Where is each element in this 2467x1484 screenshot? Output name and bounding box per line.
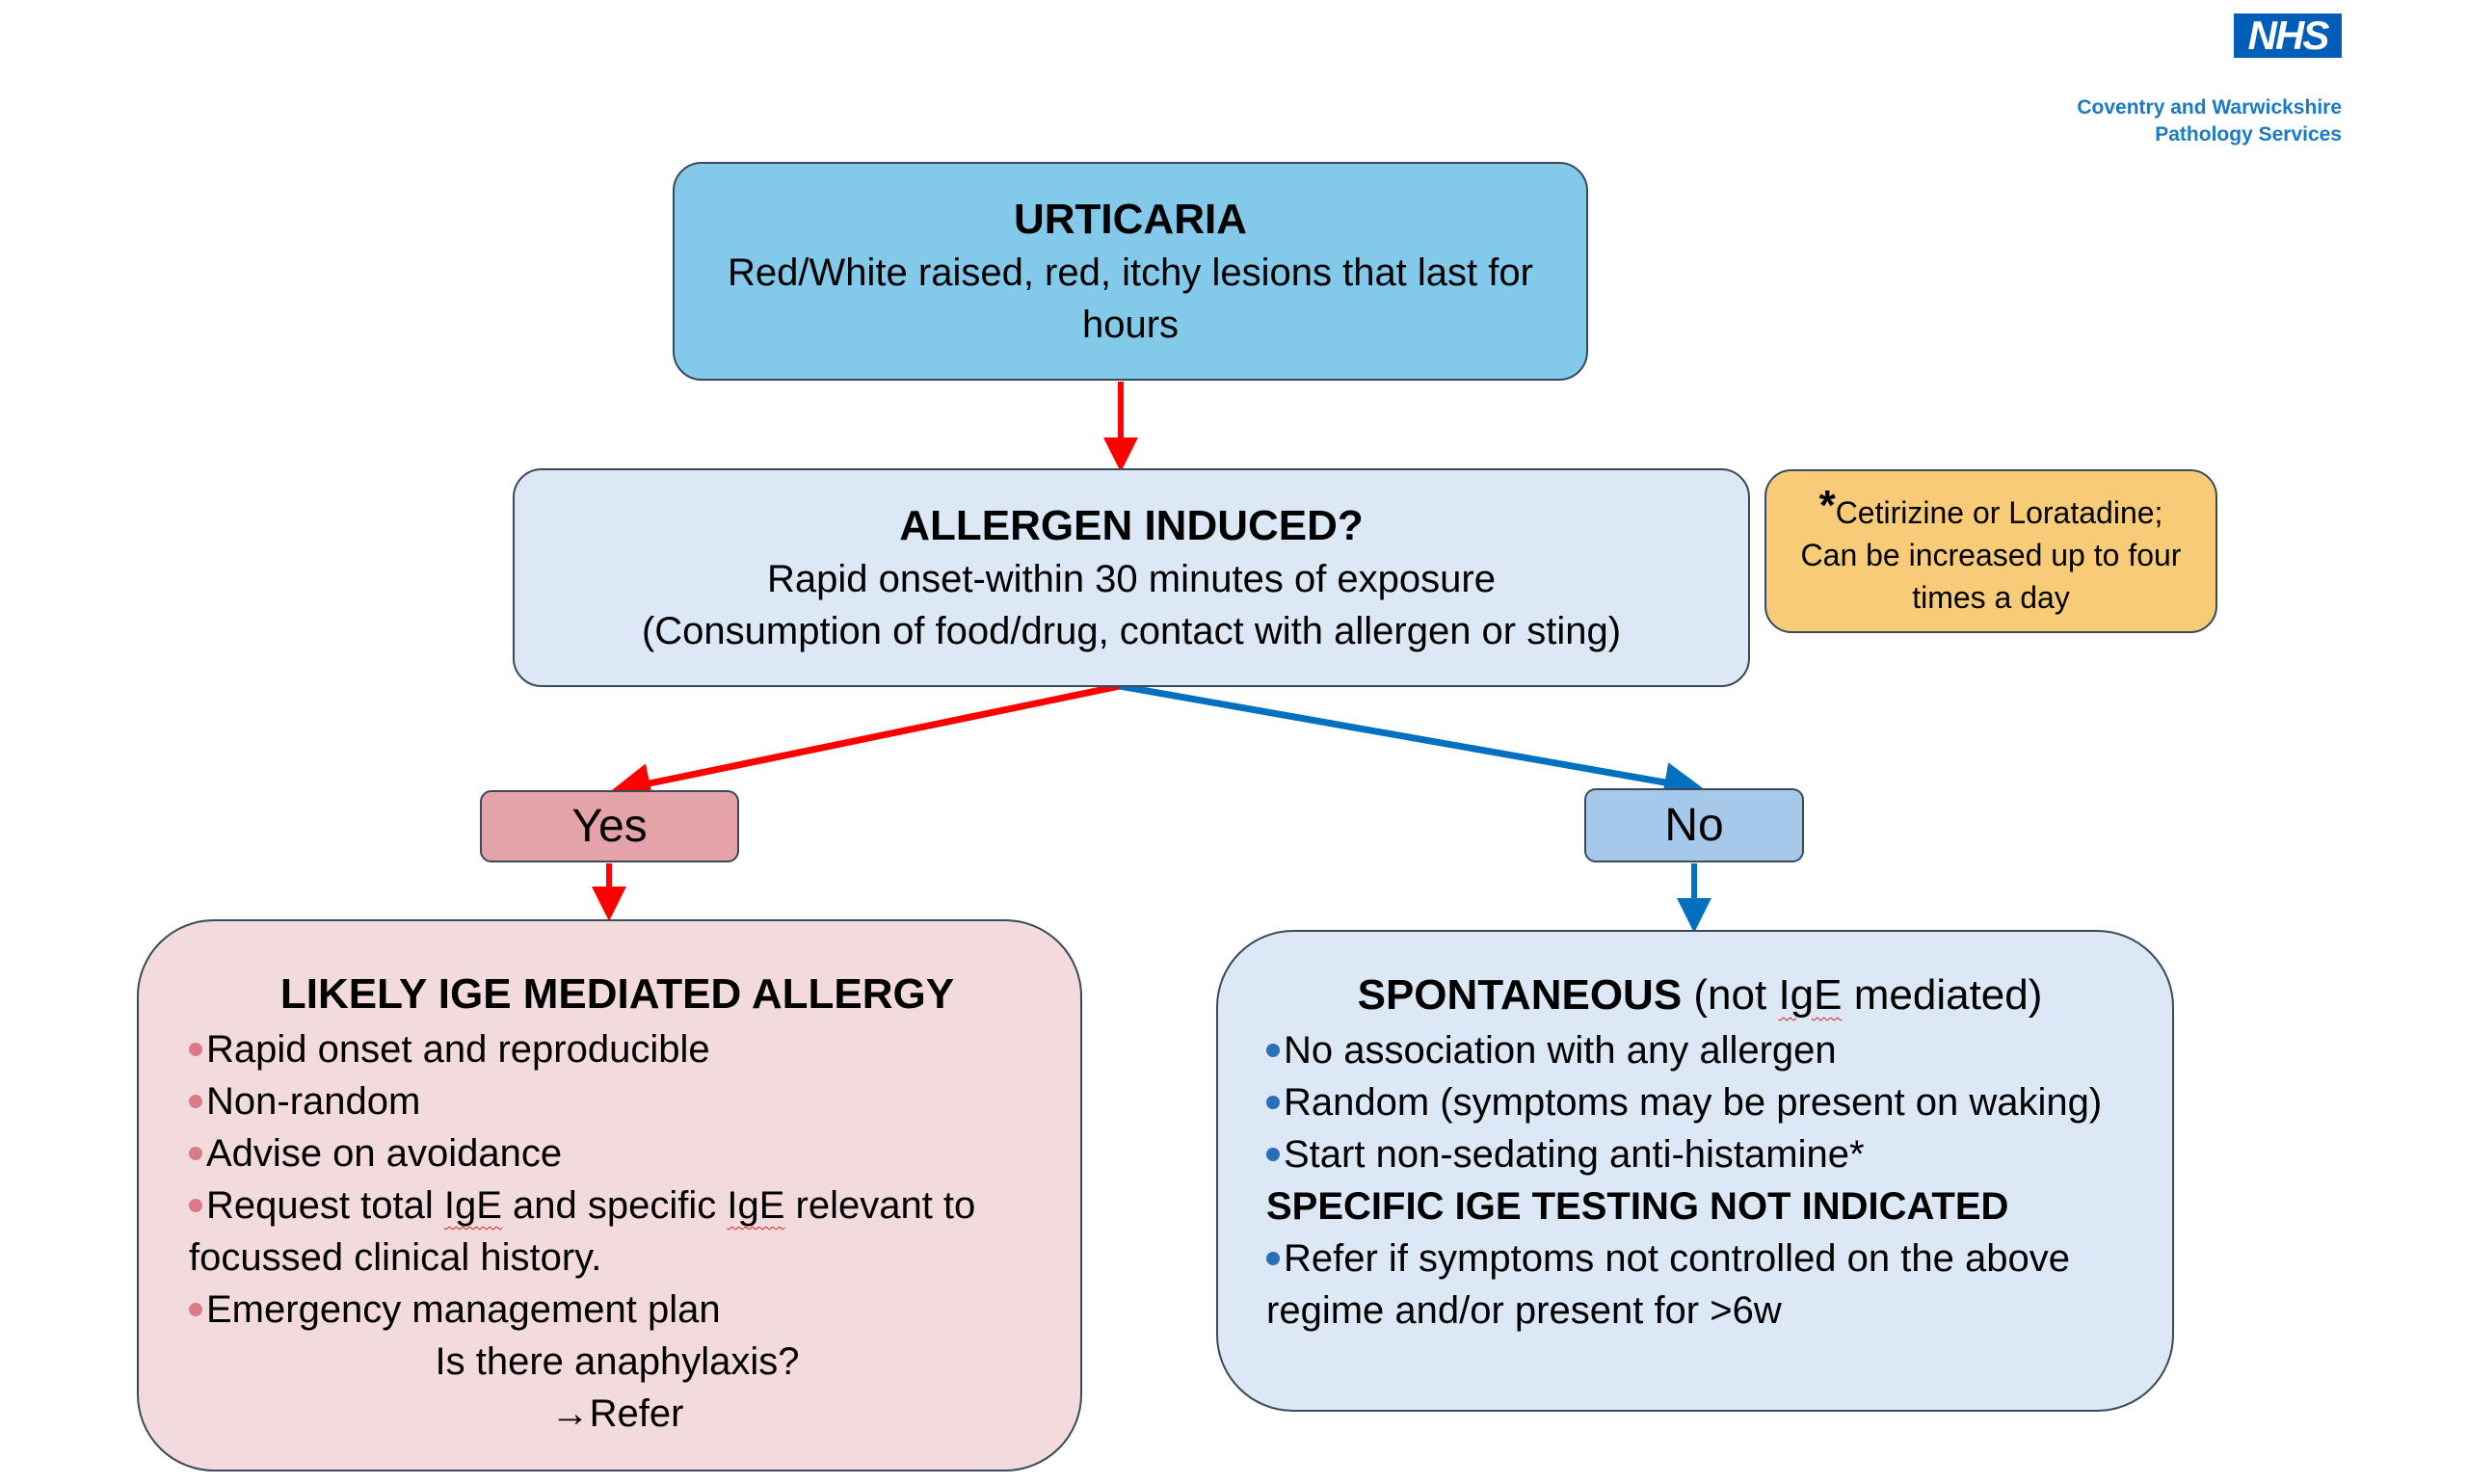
list-item: Advise on avoidance [189, 1127, 1046, 1179]
asterisk-icon: * [1818, 481, 1836, 529]
org-line-1: Coventry and Warwickshire [2077, 96, 2342, 119]
list-item: Start non-sedating anti-histamine* [1266, 1128, 2134, 1180]
arrow-allergen-to-no [1119, 682, 1705, 803]
testing-not-indicated-warning: SPECIFIC IGE TESTING NOT INDICATED [1266, 1185, 2009, 1228]
urticaria-title: URTICARIA [1014, 195, 1247, 243]
allergen-title: ALLERGEN INDUCED? [899, 501, 1364, 549]
list-item: No association with any allergen [1266, 1024, 2134, 1076]
no-label: No [1664, 799, 1724, 851]
allergen-line-2: (Consumption of food/drug, contact with … [641, 609, 1622, 652]
bullet-icon [1266, 1252, 1280, 1265]
allergen-induced-box: ALLERGEN INDUCED? Rapid onset-within 30 … [513, 468, 1750, 687]
list-item: Rapid onset and reproducible [189, 1023, 1046, 1075]
note-text: Cetirizine or Loratadine; Can be increas… [1800, 494, 2182, 615]
spontaneous-title: SPONTANEOUS (not IgE mediated) [1357, 971, 2043, 1019]
bullet-icon [1266, 1044, 1280, 1057]
spontaneous-box: SPONTANEOUS (not IgE mediated) No associ… [1216, 930, 2174, 1412]
bullet-icon [1266, 1148, 1280, 1161]
organisation-name: Coventry and Warwickshire Pathology Serv… [2077, 94, 2342, 148]
bullet-icon [189, 1303, 202, 1316]
list-item: Emergency management plan [189, 1284, 1046, 1336]
arrow-allergen-to-yes [610, 682, 1121, 804]
allergen-line-1: Rapid onset-within 30 minutes of exposur… [767, 557, 1496, 600]
yes-branch-box: Yes [480, 790, 739, 862]
bullet-icon [189, 1095, 202, 1108]
no-branch-box: No [1584, 788, 1804, 862]
bullet-icon [189, 1043, 202, 1056]
urticaria-description: Red/White raised, red, itchy lesions tha… [728, 251, 1533, 346]
list-item: Request total IgE and specific IgE relev… [189, 1184, 976, 1279]
list-item: Random (symptoms may be present on wakin… [1266, 1076, 2134, 1128]
antihistamine-note-box: *Cetirizine or Loratadine; Can be increa… [1764, 469, 2217, 633]
yes-label: Yes [571, 800, 648, 852]
bullet-icon [1266, 1096, 1280, 1109]
org-line-2: Pathology Services [2155, 123, 2342, 146]
bullet-icon [189, 1147, 202, 1160]
bullet-icon [189, 1199, 202, 1212]
ige-allergy-title: LIKELY IGE MEDIATED ALLERGY [279, 970, 955, 1018]
list-item: Non-random [189, 1075, 1046, 1127]
nhs-logo: NHS [2234, 13, 2342, 58]
anaphylaxis-question: Is there anaphylaxis? [435, 1340, 800, 1383]
urticaria-box: URTICARIA Red/White raised, red, itchy l… [673, 162, 1588, 381]
refer-action: →Refer [550, 1392, 684, 1435]
ige-mediated-allergy-box: LIKELY IGE MEDIATED ALLERGY Rapid onset … [137, 919, 1082, 1471]
list-item: Refer if symptoms not controlled on the … [1266, 1237, 2070, 1332]
